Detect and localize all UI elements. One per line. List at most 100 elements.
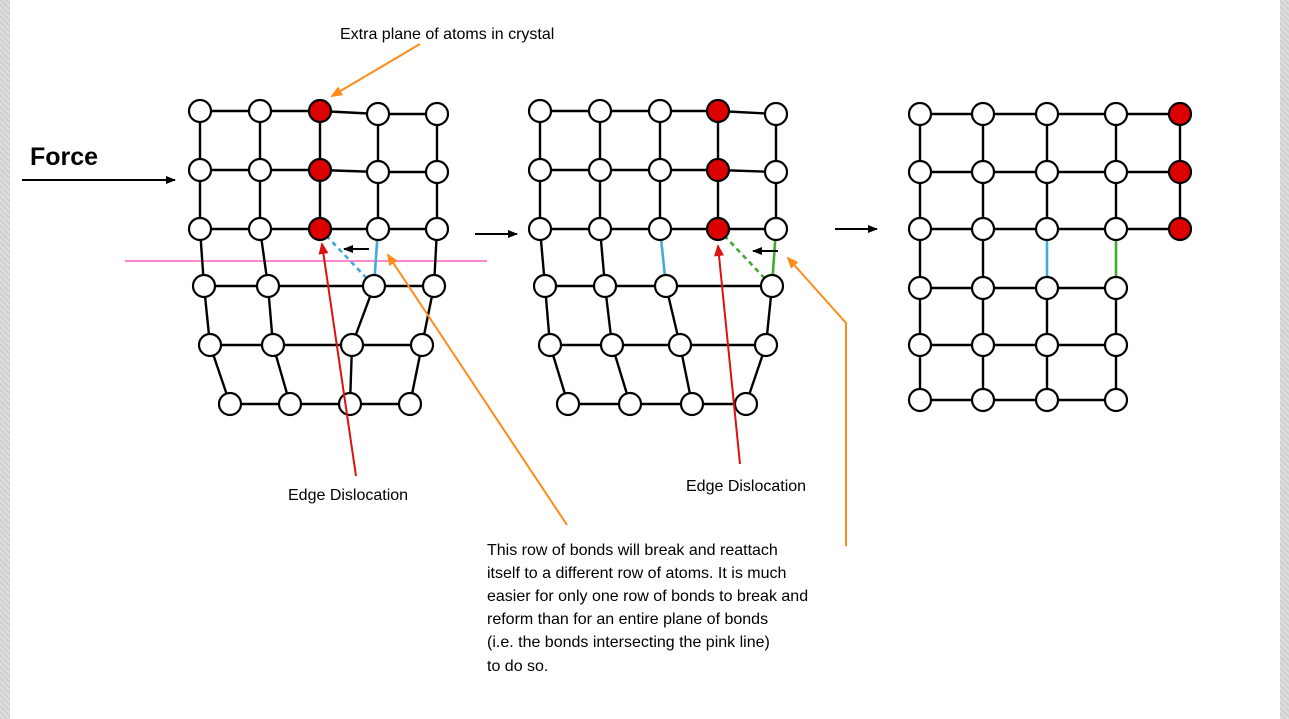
- extra-plane-atom: [1167, 216, 1193, 242]
- extra-plane-atom: [705, 157, 731, 183]
- atom: [337, 391, 363, 417]
- extra-plane-atom: [1167, 101, 1193, 127]
- edge-dislocation-arrow-1: [318, 242, 357, 477]
- atom: [537, 332, 563, 358]
- atom: [970, 101, 996, 127]
- edge-dislocation-label-2: Edge Dislocation: [686, 478, 806, 495]
- note-arrow-2: [786, 256, 847, 546]
- atom: [527, 157, 553, 183]
- atom: [1034, 159, 1060, 185]
- atom: [217, 391, 243, 417]
- atom: [1103, 387, 1129, 413]
- atom: [365, 216, 391, 242]
- lattice2-dashed-bond: [717, 228, 773, 287]
- atom: [1103, 159, 1129, 185]
- atoms-layer: [187, 98, 1193, 417]
- atom: [1034, 387, 1060, 413]
- note-line-6: to do so.: [487, 658, 548, 675]
- atom: [617, 391, 643, 417]
- atom: [970, 332, 996, 358]
- atom: [970, 216, 996, 242]
- extra-plane-atom: [307, 157, 333, 183]
- atom: [260, 332, 286, 358]
- atom: [191, 273, 217, 299]
- note-line-3: easier for only one row of bonds to brea…: [487, 588, 808, 605]
- atom: [532, 273, 558, 299]
- atom: [907, 101, 933, 127]
- atom: [1103, 275, 1129, 301]
- atom: [424, 101, 450, 127]
- atom: [907, 332, 933, 358]
- atom: [587, 216, 613, 242]
- extra-plane-label: Extra plane of atoms in crystal: [340, 26, 554, 43]
- atom: [587, 98, 613, 124]
- extra-plane-arrow: [330, 43, 421, 98]
- explanation-note: This row of bonds will break and reattac…: [487, 542, 808, 675]
- note-arrow-1: [386, 253, 568, 526]
- atom: [733, 391, 759, 417]
- atom: [1103, 101, 1129, 127]
- atom: [339, 332, 365, 358]
- atom: [277, 391, 303, 417]
- atom: [1034, 101, 1060, 127]
- atom: [679, 391, 705, 417]
- atom: [247, 98, 273, 124]
- atom: [970, 275, 996, 301]
- atom: [527, 98, 553, 124]
- diagram-canvas: [10, 0, 1280, 719]
- atom: [197, 332, 223, 358]
- edge-dislocation-label-1: Edge Dislocation: [288, 487, 408, 504]
- atom: [907, 275, 933, 301]
- atom: [753, 332, 779, 358]
- atom: [365, 101, 391, 127]
- atom: [653, 273, 679, 299]
- atom: [555, 391, 581, 417]
- atom: [361, 273, 387, 299]
- force-label: Force: [30, 143, 98, 171]
- atom: [667, 332, 693, 358]
- lattice1-dashed-bond: [319, 228, 375, 287]
- atom: [255, 273, 281, 299]
- atom: [397, 391, 423, 417]
- extra-plane-atom: [705, 98, 731, 124]
- atom: [187, 157, 213, 183]
- atom: [647, 98, 673, 124]
- atom: [1103, 216, 1129, 242]
- atom: [647, 216, 673, 242]
- atom: [763, 159, 789, 185]
- atom: [527, 216, 553, 242]
- atom: [424, 159, 450, 185]
- extra-plane-atom: [1167, 159, 1193, 185]
- atom: [599, 332, 625, 358]
- note-line-2: itself to a different row of atoms. It i…: [487, 565, 786, 582]
- atom: [592, 273, 618, 299]
- atom: [587, 157, 613, 183]
- atom: [907, 216, 933, 242]
- edge-dislocation-arrow-2: [714, 244, 741, 465]
- note-line-5: (i.e. the bonds intersecting the pink li…: [487, 634, 770, 651]
- extra-plane-atom: [705, 216, 731, 242]
- atom: [907, 159, 933, 185]
- atom: [247, 216, 273, 242]
- atom: [763, 216, 789, 242]
- note-line-4: reform than for an entire plane of bonds: [487, 611, 768, 628]
- atom: [247, 157, 273, 183]
- atom: [763, 101, 789, 127]
- extra-plane-atom: [307, 98, 333, 124]
- atom: [970, 387, 996, 413]
- atom: [409, 332, 435, 358]
- atom: [759, 273, 785, 299]
- atom: [421, 273, 447, 299]
- atom: [1034, 332, 1060, 358]
- atom: [647, 157, 673, 183]
- atom: [970, 159, 996, 185]
- atom: [1034, 275, 1060, 301]
- atom: [907, 387, 933, 413]
- note-line-1: This row of bonds will break and reattac…: [487, 542, 778, 559]
- atom: [365, 159, 391, 185]
- atom: [1034, 216, 1060, 242]
- atom: [1103, 332, 1129, 358]
- atom: [187, 216, 213, 242]
- atom: [424, 216, 450, 242]
